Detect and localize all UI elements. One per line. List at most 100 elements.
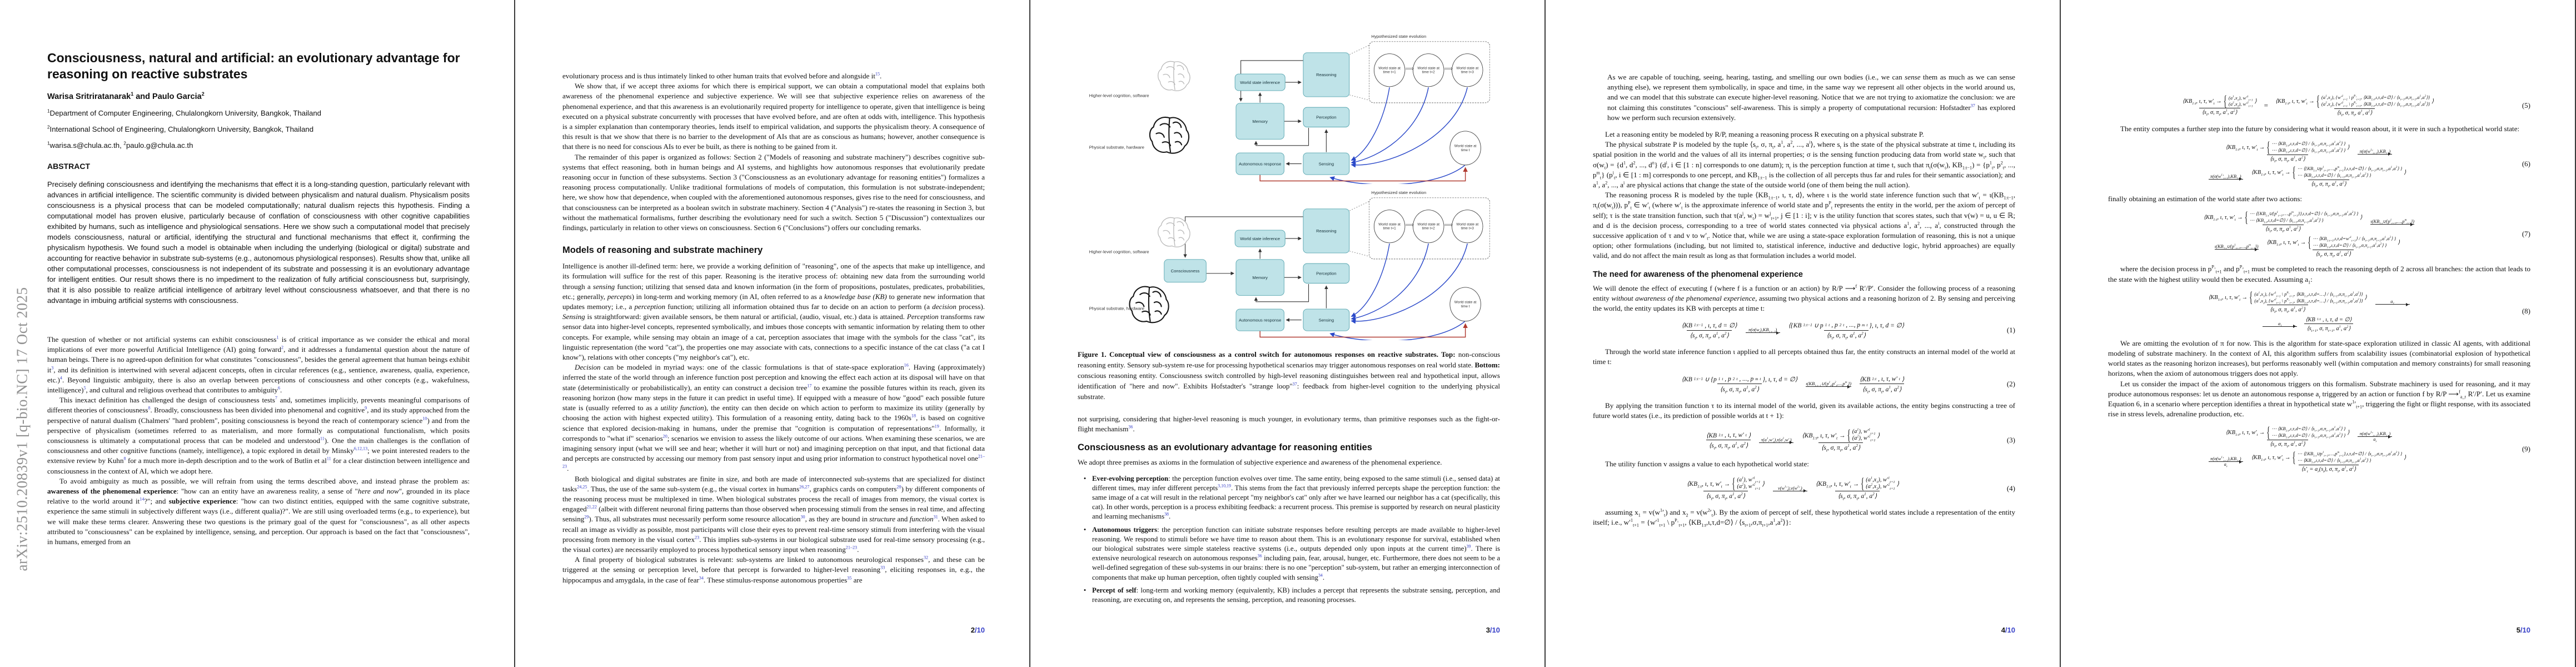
stack-line: ⋯ ⟨KB1:t,ι,τ,d=∅⟩ / ⟨st+1,σ,πt+1,a1,a2⟩ … xyxy=(2297,172,2371,180)
fraction-denominator: ⟨st, σ, πt, a1, a2⟩ xyxy=(1706,440,1751,450)
stack-line: ⋯ ⟨KB1:t,ι,τ,d=∅⟩ / ⟨st+1,σ,πt+1,a1,a2⟩ … xyxy=(2271,141,2346,148)
bullet-item: •Autonomous triggers: the perception fun… xyxy=(1078,525,1500,583)
arrow-label: π(σ(w1′t+1),KB1:t) xyxy=(2210,173,2241,181)
stack-prefix: ⟨KB1:t, ι, τ, w′t → xyxy=(2251,454,2291,462)
page-1: arXiv:2510.20839v1 [q-bio.NC] 17 Oct 202… xyxy=(0,0,514,667)
stack-suffix: ⟩ xyxy=(2347,429,2350,436)
hypothesized-evolution-label: Hypothesized state evolution xyxy=(1371,190,1426,195)
stack-line: ⋯ ⟨KB1:t,ι,τ,d=∅⟩ / ⟨st+1,σ,πt+1,a1,a2⟩ … xyxy=(2271,426,2346,434)
paragraph: Decision can be modeled in myriad ways: … xyxy=(562,362,985,473)
stack-line: (a1,x1), w′1t+1 xyxy=(1866,476,1895,485)
arxiv-watermark: arXiv:2510.20839v1 [q-bio.NC] 17 Oct 202… xyxy=(13,287,31,571)
paragraph: This inexact definition has challenged t… xyxy=(47,395,470,475)
stack-line: (a2), w′2t+1 xyxy=(1852,434,1876,443)
paragraph: As we are capable of touching, seeing, h… xyxy=(1607,73,2016,122)
stack-line: ⋯ ⟨{KB1:t∪p1t+1,…,pmt+1},ι,τ,d=∅⟩ / ⟨st+… xyxy=(2297,166,2403,173)
state-transition-arrow-icon: ⟹ xyxy=(1404,65,1414,72)
equation: ⟨KB1:t, ι, τ, w′t →{(a1), w′1t+1(a2), w′… xyxy=(1593,474,2015,501)
equation-number: (4) xyxy=(2006,484,2015,492)
paragraph: finally obtaining an estimation of the w… xyxy=(2108,195,2303,203)
brain-icon-software xyxy=(1156,57,1193,96)
fraction-denominator: ⟨st, σ, πt, a1, a2⟩ xyxy=(1818,442,1864,452)
transition-arrow: π(σ(wt),KB1:t−1) xyxy=(1745,327,1780,335)
page-total: /10 xyxy=(2005,626,2015,634)
stack-line: (a2,x2), {w′2t+1 \ pP₂t+1, ⟨KB1:t,ι,τ,d=… xyxy=(2321,101,2430,108)
equation: ⟨KB1:t, ι, τ, w′t →{⋯ ⟨KB1:t,ι,τ,d=∅⟩ / … xyxy=(2108,138,2530,188)
figure-state-t2: World state at time t+2 xyxy=(1412,210,1444,243)
stack-prefix: ⟨KB1:t, ι, τ, w′t → xyxy=(2225,144,2265,152)
stack-prefix: ⟨KB1:t, ι, τ, w′t → xyxy=(2203,214,2243,222)
paragraph: evolutionary process and is thus intimat… xyxy=(562,71,882,80)
stack-suffix: ⟩ xyxy=(2404,454,2406,461)
stack-line: (a2,x2), w′2t+1 xyxy=(1866,482,1895,491)
stack-line: (a1,x1), {w′1t+1 \ pP₁t+1, ⟨KB1:t,ι,τ,d=… xyxy=(2254,291,2363,298)
fraction-numerator: ⟨KB1:t, ι, τ, w′t →{⋯ ⟨KB1:t+1,ι,τ,d=w′1… xyxy=(2264,233,2403,251)
paragraph: Intelligence is another ill-defined term… xyxy=(562,262,985,362)
stack-line: (a1), w′1t+1 xyxy=(1852,427,1876,436)
figure-box-perception: Perception xyxy=(1303,263,1349,284)
stack-lines: ⋯ ⟨{KB1:t∪{p1t+1,…,pmt+1}},ι,τ,d=∅⟩ / ⟨s… xyxy=(2250,211,2358,224)
paragraph: We adopt three premises as axioms in the… xyxy=(1078,458,1442,467)
paragraph: Both biological and digital substrates a… xyxy=(562,474,985,554)
equation-number: (3) xyxy=(2006,435,2015,444)
stack-lines: ⋯ ⟨{KB1:t∪p1t+1,…,pmt+1},ι,τ,d=∅⟩ / ⟨st+… xyxy=(2297,166,2403,180)
figure-arrows-svg xyxy=(1183,201,1468,340)
bullet-marker-icon: • xyxy=(1083,586,1087,594)
arrow-label: π(σ(wt),KB1:t−1) xyxy=(1748,327,1777,334)
equation-row: ⟨KB1:t, ι, τ, w′t →{⋯ ⟨KB1:t,ι,τ,d=∅⟩ / … xyxy=(2223,423,2394,449)
fraction-numerator: ⟨KB1:t, ι, τ, w′t →{(a1,x1), w′1t+1(a2,x… xyxy=(2180,91,2260,109)
equation-operator: = xyxy=(2264,101,2268,109)
page-total: /10 xyxy=(974,626,985,634)
fraction-denominator: ⟨st, σ, πt, a1, a2⟩ xyxy=(2334,108,2375,117)
arrow-label: ι(KB1:t∪{p1t+1,…,pmt+1}) xyxy=(2214,243,2259,251)
brain-icon-software xyxy=(1156,213,1193,252)
stack-prefix: ⟨KB1:t, ι, τ, w′t → xyxy=(2208,295,2248,302)
page-4: As we are capable of touching, seeing, h… xyxy=(1546,0,2060,667)
fraction-denominator: ⟨st+1, σ, πt+1, a1, a2⟩ xyxy=(2304,323,2354,333)
arrow-label: a1 xyxy=(2390,299,2395,306)
fraction-denominator: ⟨st, σ, πt, a1, a2⟩ xyxy=(2267,154,2308,163)
bullet-marker-icon: • xyxy=(1083,525,1087,534)
page-number: 5 xyxy=(2516,626,2520,634)
arrow-sublabel: ar xyxy=(2373,437,2377,444)
subsection-heading: The need for awareness of the phenomenal… xyxy=(1593,270,1803,279)
paragraph: not surprising, considering that higher-… xyxy=(1078,415,1500,434)
left-brace-glyph: { xyxy=(2244,207,2248,226)
stack-prefix: ⟨KB1:t, ι, τ, w′t → xyxy=(2275,98,2315,106)
figure-caption: Figure 1. Conceptual view of consciousne… xyxy=(1078,350,1501,401)
equation-row: ι(KB1:t∪{p1t+1,…,pmt+1}) ⟨KB1:t, ι, τ, w′… xyxy=(2214,233,2403,258)
equation-fraction: ⟨KB1:t, ι, τ, w′t →{(a1,x1), {w′1t+1 \ p… xyxy=(2273,91,2437,117)
equation-row: ⟨KB1:t, ι, τ, w′t →{⋯ ⟨KB1:t,ι,τ,d=∅⟩ / … xyxy=(2223,138,2394,163)
label-higher-level-cognition: Higher-level cognition, software xyxy=(1089,249,1149,255)
figure-box-sensing: Sensing xyxy=(1303,152,1349,175)
equation-number: (1) xyxy=(2006,326,2015,335)
equation-fraction: ⟨KB1:t, ι, τ, w′t →{(a1), w′1t+1(a2), w′… xyxy=(1799,425,1882,452)
transition-arrow: ι(KB1:t∪{p1t+1,…,pmt+1}) xyxy=(2370,218,2415,226)
paragraph: assuming x1 = v(w1′t) and x2 = v(w2′t). … xyxy=(1593,507,2015,529)
stack-suffix: ⟩ xyxy=(1896,480,1900,487)
equation-fraction: ⟨KB1:t, ι, τ, w′t →{⋯ ⟨{KB1:t∪p1t+1,…,pm… xyxy=(2249,448,2409,474)
fraction-denominator: ⟨st, σ, πt, a1, a2⟩ xyxy=(1823,330,1869,340)
figure-panel-gap xyxy=(1078,184,1500,188)
fraction-denominator: ⟨st, σ, πt, a1, a2⟩ xyxy=(2308,179,2349,188)
stack-line: (a2,x2), {w′2t+1 \ pP₂t+1, ⟨KB1:t,ι,τ,d=… xyxy=(2254,297,2363,305)
fraction-denominator: ⟨st, σ, πt, a1, a2⟩ xyxy=(1687,330,1732,340)
equation-fraction: ⟨KB1:t, ι, τ, w′t →{(a1,x1), w′1t+1(a2,x… xyxy=(2180,91,2260,117)
stack-lines: ⋯ ⟨KB1:t,ι,τ,d=∅⟩ / ⟨st+1,σ,πt+1,a1,a2⟩ … xyxy=(2271,141,2346,154)
page-1-content: Consciousness, natural and artificial: a… xyxy=(47,0,470,547)
fraction-denominator: ⟨st, σ, πt, a1, a2⟩ xyxy=(2262,224,2304,233)
equation: ⟨KB1:t, ι, τ, w′t →{(a1,x1), {w′1t+1 \ p… xyxy=(2108,288,2530,333)
fraction-numerator: ⟨KB1:t, ι, τ, w′t →{(a1,x1), {w′1t+1 \ p… xyxy=(2273,91,2437,109)
stack-prefix: ⟨KB1:t, ι, τ, w′t → xyxy=(1815,480,1860,489)
transition-arrow: π(σ(w1′t+1),KB1:t) xyxy=(2208,173,2243,181)
